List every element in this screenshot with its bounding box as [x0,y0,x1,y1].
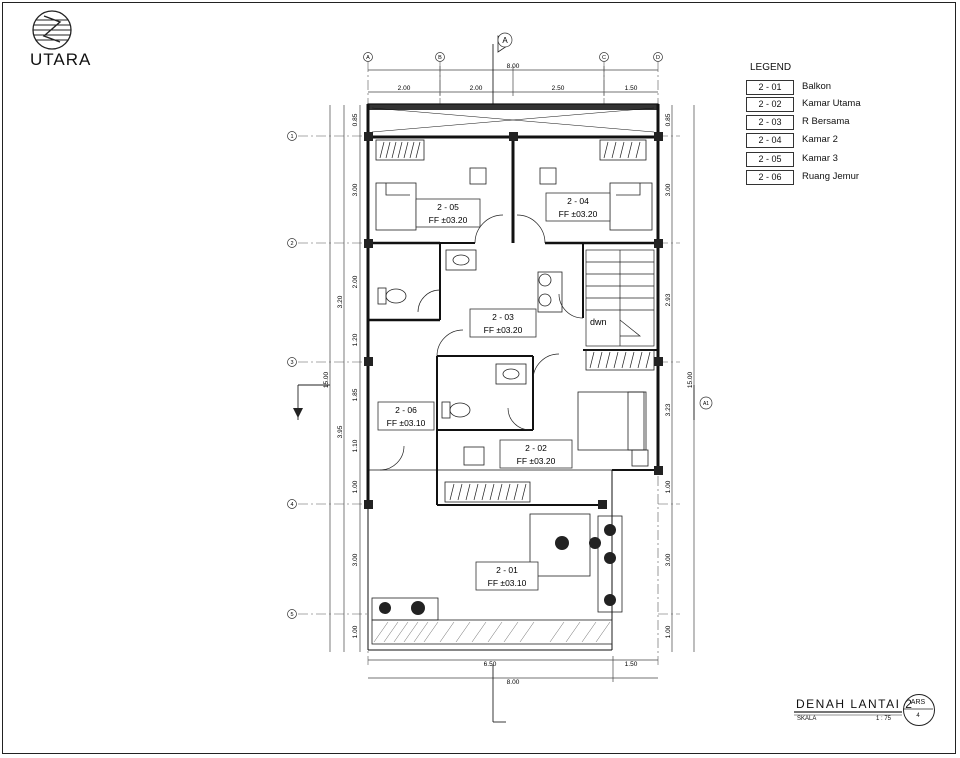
svg-text:3.00: 3.00 [665,183,672,196]
room-level: FF ±03.10 [488,578,527,588]
svg-text:1.20: 1.20 [352,333,359,346]
svg-text:4: 4 [290,502,293,508]
structural-columns [364,132,663,509]
room-level: FF ±03.20 [559,209,598,219]
legend-name: Kamar 3 [802,153,838,164]
dimension-text-vertical: 0.85 3.00 2.00 1.20 1.85 1.10 1.00 3.00 … [323,113,694,638]
svg-text:C: C [602,55,606,61]
north-label: UTARA [30,50,92,69]
svg-text:3.23: 3.23 [665,403,672,416]
svg-text:2.50: 2.50 [552,85,565,92]
svg-text:1.00: 1.00 [665,625,672,638]
svg-text:3: 3 [290,360,293,366]
svg-text:1.10: 1.10 [352,439,359,452]
room-level: FF ±03.10 [387,418,426,428]
legend-code: 2 - 01 [746,80,794,95]
svg-text:B: B [438,55,442,61]
bathroom-fixtures [377,249,527,419]
svg-text:2.00: 2.00 [352,275,359,288]
north-arrow-icon [32,10,72,50]
svg-text:8.00: 8.00 [507,679,520,686]
legend-code: 2 - 04 [746,133,794,148]
stair-label: dwn [590,317,607,327]
svg-text:0.85: 0.85 [665,113,672,126]
legend-name: Kamar 2 [802,134,838,145]
svg-text:1.00: 1.00 [352,625,359,638]
legend-name: Balkon [802,81,832,92]
dimension-lines [329,66,695,682]
drawing-title: DENAH LANTAI 2 [796,697,914,711]
svg-text:1.50: 1.50 [625,85,638,92]
svg-text:3.00: 3.00 [665,553,672,566]
svg-text:D: D [656,55,660,61]
legend-code: 2 - 06 [746,170,794,185]
svg-text:2.00: 2.00 [470,85,483,92]
doors [379,214,584,471]
sheet-code: ARS [910,699,926,706]
room-code: 2 - 05 [437,202,459,212]
svg-text:1.00: 1.00 [352,480,359,493]
room-tag-boxes [377,192,611,591]
legend-name: R Bersama [802,116,850,127]
svg-text:1.85: 1.85 [352,388,359,401]
room-level: FF ±03.20 [429,215,468,225]
room-code: 2 - 06 [395,405,417,415]
svg-text:1: 1 [290,134,293,140]
svg-text:1.00: 1.00 [665,480,672,493]
wardrobe-hatching [379,141,651,501]
svg-text:A: A [366,55,370,61]
svg-text:15.00: 15.00 [323,371,330,388]
staircase [585,249,655,347]
sheet-marker [903,694,935,726]
room-level: FF ±03.20 [517,456,556,466]
svg-text:A: A [502,36,508,45]
plant-icons [379,524,616,615]
sheet-number: 4 [916,713,920,719]
svg-text:2.00: 2.00 [398,85,411,92]
legend-code: 2 - 02 [746,97,794,112]
balcony-hatch [373,621,611,643]
svg-text:A1: A1 [703,401,709,407]
room-code: 2 - 01 [496,565,518,575]
legend-name: Kamar Utama [802,98,861,109]
svg-text:3.00: 3.00 [352,553,359,566]
svg-text:3.20: 3.20 [337,295,344,308]
svg-text:5: 5 [290,612,293,618]
svg-text:3.95: 3.95 [337,425,344,438]
scale-label: SKALA [797,716,817,722]
legend-code: 2 - 03 [746,115,794,130]
legend-name: Ruang Jemur [802,171,860,182]
svg-text:0.85: 0.85 [352,113,359,126]
furniture [375,167,653,467]
room-level: FF ±03.20 [484,325,523,335]
room-tags: 2 - 05 FF ±03.20 2 - 04 FF ±03.20 2 - 03… [387,196,598,588]
svg-text:1.50: 1.50 [625,661,638,668]
scale-value: 1 : 75 [876,716,892,722]
grid-labels: A B C D 1 2 3 4 5 A A1 [290,36,709,618]
room-code: 2 - 03 [492,312,514,322]
svg-text:3.00: 3.00 [352,183,359,196]
dimension-text: 8.00 2.00 2.00 2.50 1.50 6.50 1.50 8.00 [398,63,638,686]
svg-text:15.00: 15.00 [687,371,694,388]
grid-markers [287,32,713,619]
svg-text:6.50: 6.50 [484,661,497,668]
svg-text:8.00: 8.00 [507,63,520,70]
room-code: 2 - 02 [525,443,547,453]
svg-text:2.93: 2.93 [665,293,672,306]
legend-code: 2 - 05 [746,152,794,167]
svg-text:2: 2 [290,241,293,247]
wardrobes [375,139,655,503]
legend-title: LEGEND [750,62,792,73]
room-code: 2 - 04 [567,196,589,206]
